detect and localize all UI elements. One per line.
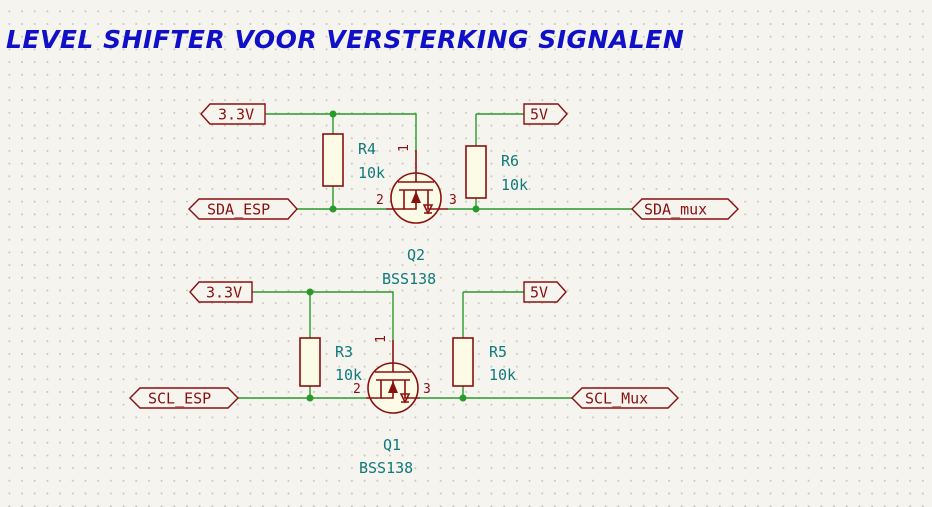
wire-3v3-top [265, 113, 417, 150]
pin-number-gate: 1 [397, 144, 412, 152]
transistor-ref: Q2 [407, 246, 425, 264]
junction-dot [329, 205, 337, 213]
resistor-body [322, 133, 344, 187]
net-label-text: SDA_ESP [207, 201, 270, 219]
transistor-q2: 1 2 3 Q2 BSS138 [376, 144, 457, 288]
power-label-shape [200, 103, 266, 125]
resistor-ref: R6 [501, 152, 519, 170]
net-label-text: SCL_Mux [585, 390, 648, 408]
transistor-ref: Q1 [383, 436, 401, 454]
resistor-r5: R5 10k [452, 337, 516, 387]
pin-number-drain: 3 [423, 382, 431, 397]
resistor-r4: R4 10k [322, 133, 385, 187]
power-label-shape [523, 281, 567, 303]
power-label-shape [189, 281, 253, 303]
resistor-r3: R3 10k [299, 337, 362, 387]
junction-dot [306, 288, 314, 296]
resistor-body [452, 337, 474, 387]
scl-level-shifter: 3.3V 5V SCL_ESP SCL_Mux R3 10k R5 10k [129, 281, 679, 477]
power-label-5v-top: 5V [523, 103, 568, 125]
pin-number-source: 2 [376, 193, 384, 208]
power-label-3v3-bottom: 3.3V [189, 281, 253, 303]
junction-dot [472, 205, 480, 213]
net-label-scl-mux: SCL_Mux [571, 387, 679, 409]
net-label-shape [188, 198, 298, 220]
pin-number-source: 2 [353, 382, 361, 397]
body-diode-icon [399, 393, 411, 404]
junction-dot [329, 110, 337, 118]
power-label-text: 5V [530, 106, 548, 124]
transistor-value: BSS138 [382, 270, 436, 288]
schematic-title: LEVEL SHIFTER VOOR VERSTERKING SIGNALEN [6, 25, 684, 54]
mosfet-arrow-icon [388, 381, 398, 393]
net-label-sda-esp: SDA_ESP [188, 198, 298, 220]
body-diode-icon [422, 204, 434, 215]
net-label-shape [571, 387, 679, 409]
power-label-5v-bottom: 5V [523, 281, 567, 303]
net-label-shape [631, 198, 739, 220]
net-label-sda-mux: SDA_mux [631, 198, 739, 220]
resistor-value: 10k [489, 366, 516, 384]
sda-wires [265, 110, 632, 213]
resistor-value: 10k [358, 164, 385, 182]
transistor-value: BSS138 [359, 459, 413, 477]
power-label-3v3-top: 3.3V [200, 103, 266, 125]
net-label-scl-esp: SCL_ESP [129, 387, 239, 409]
mosfet-arrow-icon [411, 191, 421, 203]
power-label-text: 3.3V [218, 106, 254, 124]
power-label-shape [523, 103, 568, 125]
resistor-body [465, 145, 487, 199]
junction-dot [306, 394, 314, 402]
resistor-ref: R5 [489, 343, 507, 361]
pin-number-gate: 1 [374, 335, 389, 343]
resistor-value: 10k [501, 176, 528, 194]
pin-number-drain: 3 [449, 193, 457, 208]
resistor-r6: R6 10k [465, 145, 528, 199]
resistor-ref: R4 [358, 140, 376, 158]
resistor-body [299, 337, 321, 387]
resistor-value: 10k [335, 366, 362, 384]
wire-3v3-bottom [252, 291, 394, 340]
junction-dot [459, 394, 467, 402]
net-label-text: SDA_mux [644, 201, 707, 219]
net-label-text: SCL_ESP [148, 390, 211, 408]
sda-level-shifter: 3.3V 5V SDA_ESP SDA_mux R4 10k R6 10k [188, 103, 739, 288]
scl-wires [238, 288, 572, 402]
power-label-text: 5V [530, 284, 548, 302]
resistor-ref: R3 [335, 343, 353, 361]
net-label-shape [129, 387, 239, 409]
transistor-q1: 1 2 3 Q1 BSS138 [353, 335, 431, 477]
power-label-text: 3.3V [206, 284, 242, 302]
